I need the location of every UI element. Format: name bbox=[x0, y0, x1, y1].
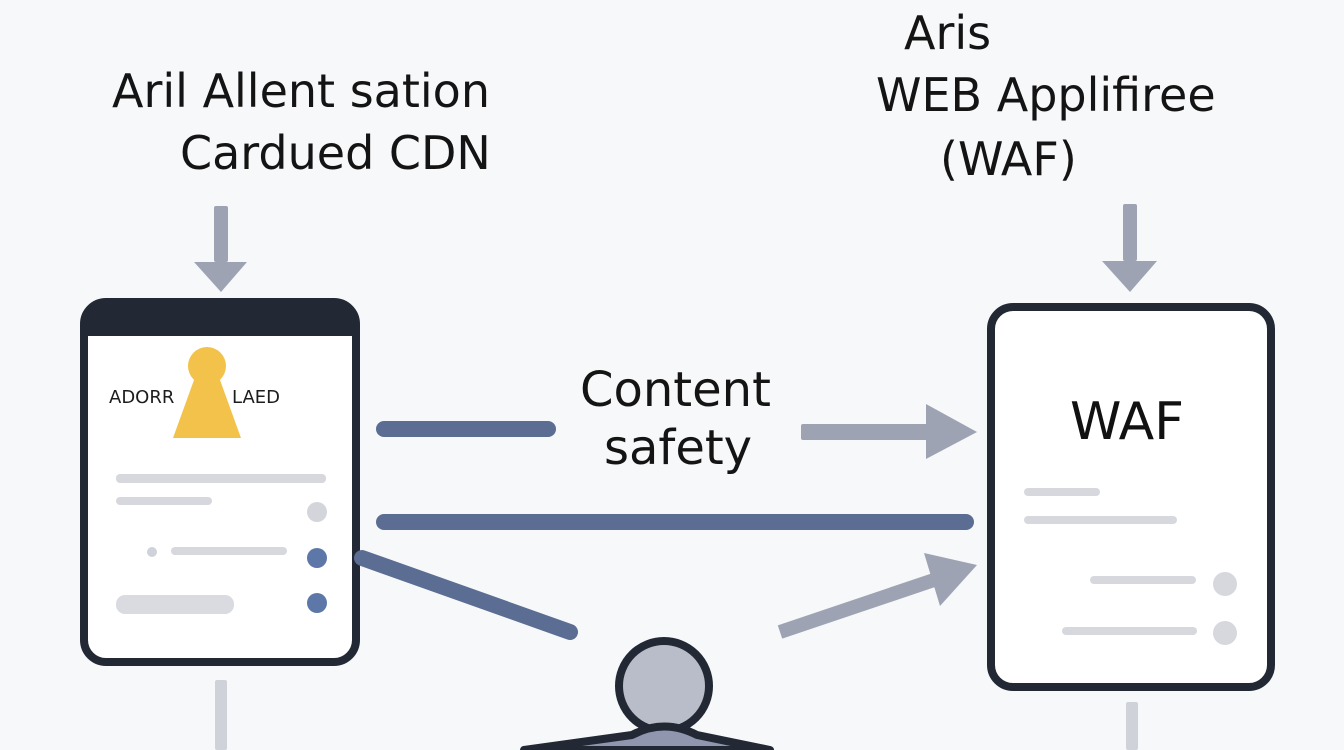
left-card-small-dot bbox=[147, 547, 157, 557]
right-card-dot-1 bbox=[1213, 572, 1237, 596]
right-bottom-stub bbox=[1126, 702, 1138, 750]
left-card-left-text: ADORR bbox=[109, 387, 175, 408]
waf-heading: WAF bbox=[1070, 392, 1185, 452]
right-card bbox=[987, 303, 1275, 691]
content-safety-arrow bbox=[801, 404, 977, 459]
content-safety-label-line-2: safety bbox=[604, 420, 753, 476]
left-bottom-stub bbox=[215, 680, 227, 750]
left-title-line-1: Aril Allent sation bbox=[112, 64, 490, 118]
left-card-line-3 bbox=[171, 547, 287, 555]
right-card-line-4 bbox=[1062, 627, 1197, 635]
left-card-line-1 bbox=[116, 474, 326, 483]
left-title-line-2: Cardued CDN bbox=[180, 126, 491, 180]
middle-flow-line bbox=[376, 514, 974, 530]
lower-right-arrow bbox=[777, 553, 977, 639]
right-card-line-3 bbox=[1090, 576, 1196, 584]
left-card-right-text: LAED bbox=[232, 387, 280, 408]
right-title-line-3: (WAF) bbox=[940, 132, 1077, 186]
left-card-line-2 bbox=[116, 497, 212, 505]
left-card-dot-2 bbox=[307, 548, 327, 568]
left-card bbox=[80, 298, 360, 666]
top-flow-line bbox=[376, 421, 556, 437]
content-safety-label-line-1: Content bbox=[580, 362, 771, 418]
right-title-line-2: WEB Applifiree bbox=[876, 68, 1216, 122]
left-card-pill bbox=[116, 595, 234, 614]
left-input-arrow bbox=[194, 206, 247, 292]
left-card-dot-3 bbox=[307, 593, 327, 613]
lower-left-diagonal-line bbox=[354, 550, 578, 640]
right-title-line-1: Aris bbox=[904, 6, 992, 60]
keyhole-icon bbox=[173, 347, 241, 438]
right-card-dot-2 bbox=[1213, 621, 1237, 645]
right-card-line-2 bbox=[1024, 516, 1177, 524]
right-card-line-1 bbox=[1024, 488, 1100, 496]
person-icon bbox=[520, 637, 774, 750]
right-input-arrow bbox=[1102, 204, 1157, 292]
left-card-dot-1 bbox=[307, 502, 327, 522]
